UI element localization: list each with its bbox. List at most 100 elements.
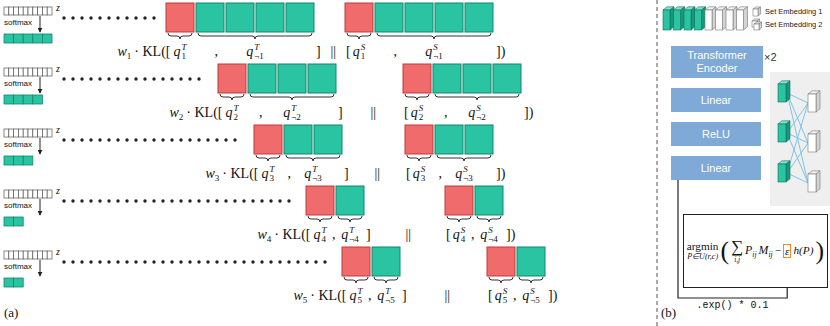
cube-front	[684, 10, 691, 30]
prob-cell	[14, 217, 24, 226]
equation-script: T	[349, 226, 359, 235]
ellipsis-dot	[116, 138, 119, 141]
embedding-cube	[778, 161, 790, 182]
logit-cell	[23, 68, 28, 76]
ellipsis-dot	[116, 260, 119, 263]
ellipsis-dot	[260, 199, 263, 202]
formula-part: ∑i,j	[731, 239, 743, 263]
equation-token: ,	[438, 167, 442, 181]
embedding-cube	[674, 7, 685, 30]
softmax-arrow	[40, 199, 41, 215]
cube-side	[816, 91, 820, 112]
label-holder: softmax	[4, 263, 32, 271]
equation-token: · KL([	[310, 289, 346, 303]
prob-cell	[23, 34, 33, 43]
ellipsis-dot	[170, 260, 173, 263]
ellipsis-dot	[152, 260, 155, 263]
panel-divider	[657, 0, 658, 326]
embedding-cube	[737, 7, 748, 30]
matching-line	[787, 93, 808, 183]
cube-side	[786, 161, 790, 182]
logit-cell	[42, 68, 47, 76]
logit-cell	[23, 129, 28, 137]
cube-front	[674, 10, 681, 30]
ellipsis-dot	[98, 16, 101, 19]
equation-token: w	[117, 45, 126, 59]
cube-side	[759, 22, 762, 30]
equation-script: 3	[421, 174, 426, 183]
ellipsis-dot	[89, 16, 92, 19]
logit-cell	[33, 251, 38, 259]
logit-cell	[4, 190, 9, 198]
ellipsis-dot	[206, 199, 209, 202]
prob-cell	[33, 95, 43, 104]
formula-part: Mij	[759, 245, 773, 257]
ellipsis-dot	[98, 199, 101, 202]
distribution-cell	[435, 3, 463, 32]
ellipsis-dot	[179, 260, 182, 263]
embedding-cube	[684, 7, 695, 30]
distribution-cell	[403, 64, 431, 93]
ellipsis-dot	[287, 199, 290, 202]
ellipsis-dot	[71, 260, 74, 263]
cube-side	[744, 7, 748, 30]
ellipsis-dot	[107, 260, 110, 263]
math-term: ,	[438, 165, 442, 183]
script-stack: S¬2	[476, 104, 486, 122]
label-holder: z	[56, 3, 60, 13]
equation-script: T	[357, 287, 362, 296]
ellipsis-dot	[116, 199, 119, 202]
math-term: ,	[393, 43, 397, 61]
ellipsis-dot	[89, 199, 92, 202]
softmax-arrow	[40, 16, 41, 32]
ellipsis-dot	[143, 260, 146, 263]
ellipsis-dot	[188, 77, 191, 80]
formula-part: )	[815, 238, 824, 264]
ellipsis-dot	[80, 16, 83, 19]
ellipsis-dot	[161, 77, 164, 80]
ellipsis-dot	[179, 138, 182, 141]
equation-token: 4	[267, 235, 272, 244]
ellipsis-dot	[62, 199, 65, 202]
math-term: ])	[548, 287, 557, 305]
ellipsis-dot	[71, 77, 74, 80]
ellipsis-dot	[197, 260, 200, 263]
prob-cell	[23, 156, 33, 165]
layer-name: Transformer Encoder	[677, 49, 757, 74]
equation-script: S	[433, 43, 443, 52]
layer-name: Linear	[701, 94, 732, 107]
label-holder: z	[56, 186, 60, 196]
equation-token: [	[346, 45, 351, 59]
formula-part: −	[775, 245, 781, 256]
cube-front	[716, 10, 723, 30]
logit-cell	[23, 7, 28, 15]
label-holder: (b)	[661, 306, 676, 319]
equation-script: T	[312, 165, 322, 174]
logit-cell	[42, 251, 47, 259]
equation-symbol: q	[480, 228, 487, 242]
underbrace	[256, 155, 280, 161]
equation-token: 1	[127, 52, 132, 61]
script-stack: S5	[503, 287, 508, 305]
equation-token: ])	[496, 167, 505, 181]
math-term: [	[406, 165, 411, 183]
logit-cell	[4, 7, 9, 15]
math-term: ]	[338, 104, 343, 122]
logit-cell	[14, 251, 19, 259]
equation-script: T	[321, 226, 326, 235]
ellipsis-dot	[125, 16, 128, 19]
label-holder: z	[56, 64, 60, 74]
equation-token: ||	[406, 228, 412, 242]
ellipsis-dot	[188, 260, 191, 263]
math-term: w4· KL([	[257, 226, 310, 244]
label-holder: z	[56, 125, 60, 135]
embedding-cube	[705, 7, 716, 30]
ellipsis-dot	[125, 199, 128, 202]
logit-cell	[28, 7, 33, 15]
ellipsis-dot	[179, 77, 182, 80]
math-term: ,	[332, 226, 336, 244]
cube-side	[786, 81, 790, 102]
ellipsis-dot	[287, 260, 290, 263]
embedding-cube	[726, 7, 737, 30]
script-stack: T¬5	[385, 287, 395, 305]
